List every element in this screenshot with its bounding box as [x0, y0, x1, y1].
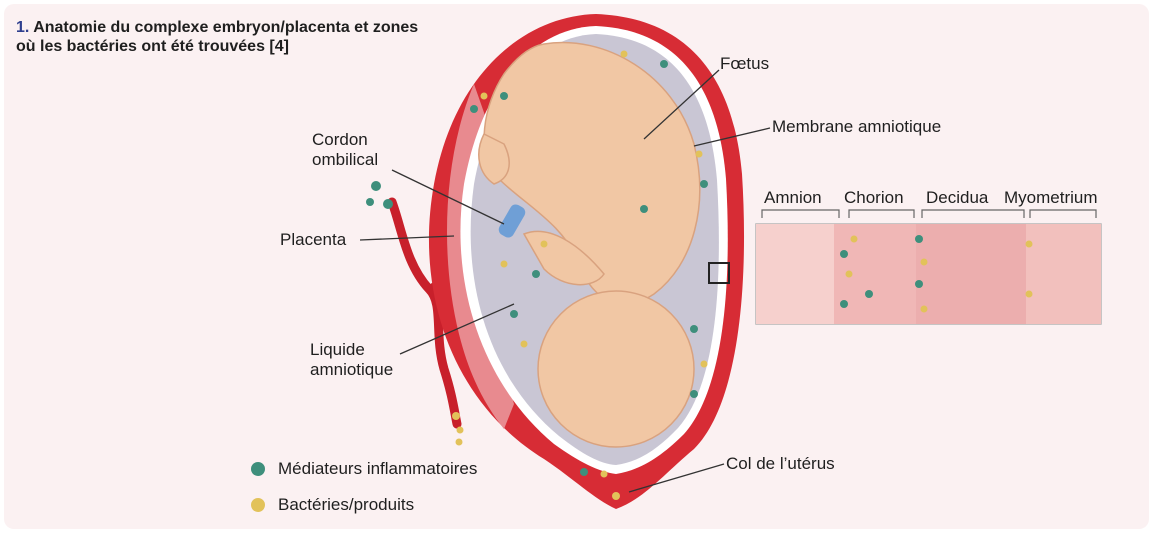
- legend-label-mediators: Médiateurs inflammatoires: [278, 459, 477, 479]
- layer-bracket-decidua: [922, 210, 1024, 218]
- label-liquide-line2: amniotique: [310, 360, 393, 380]
- layer-label-decidua: Decidua: [926, 188, 988, 208]
- layer-bracket-chorion: [849, 210, 914, 218]
- label-foetus: Fœtus: [720, 54, 769, 74]
- legend-label-bacteria: Bactéries/produits: [278, 495, 414, 515]
- label-cordon-line2: ombilical: [312, 150, 378, 170]
- layer-bracket-myometrium: [1030, 210, 1096, 218]
- label-membrane-amniotique: Membrane amniotique: [772, 117, 941, 137]
- layer-label-myometrium: Myometrium: [1004, 188, 1098, 208]
- label-placenta: Placenta: [280, 230, 346, 250]
- label-liquide-line1: Liquide: [310, 340, 365, 360]
- label-col-uterus: Col de l’utérus: [726, 454, 835, 474]
- label-cordon-line1: Cordon: [312, 130, 368, 150]
- figure-title: 1. Anatomie du complexe embryon/placenta…: [16, 18, 536, 56]
- legend-swatch-mediators: [251, 462, 265, 476]
- figure-number: 1.: [16, 19, 29, 36]
- tissue-section: [756, 224, 1101, 324]
- figure-panel: 1. Anatomie du complexe embryon/placenta…: [4, 4, 1149, 529]
- layer-bracket-amnion: [762, 210, 839, 218]
- title-line2: où les bactéries ont été trouvées [4]: [16, 38, 289, 55]
- legend-swatch-bacteria: [251, 498, 265, 512]
- layer-label-amnion: Amnion: [764, 188, 822, 208]
- diagram-illustration: [4, 4, 1149, 529]
- layer-label-chorion: Chorion: [844, 188, 904, 208]
- title-line1: Anatomie du complexe embryon/placenta et…: [33, 19, 418, 36]
